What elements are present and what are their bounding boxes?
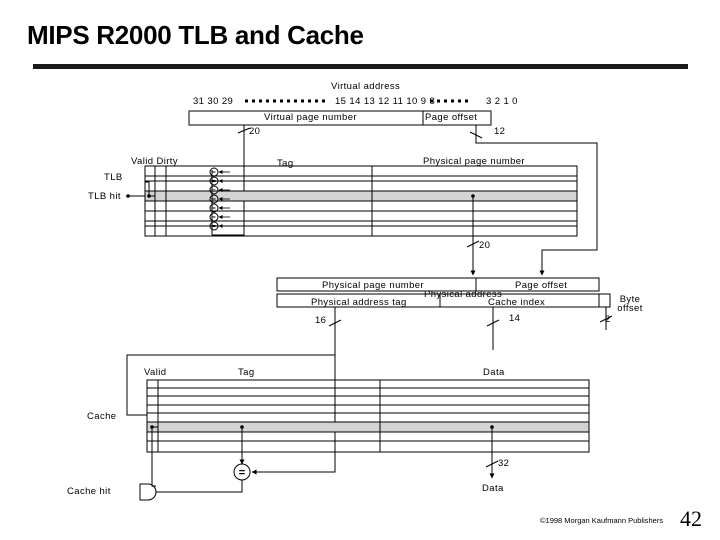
- cache-tag-label: Tag: [238, 367, 255, 378]
- svg-text:=: =: [212, 224, 216, 230]
- bits-high-label: 31 30 29: [193, 96, 234, 107]
- pa-offset-label: Page offset: [515, 280, 568, 291]
- cache-tag-output: [239, 425, 245, 465]
- cache-index-bus: [486, 307, 500, 350]
- title-underline: [33, 64, 688, 69]
- svg-text:=: =: [212, 170, 216, 176]
- offset-width-label: 12: [494, 126, 506, 137]
- tlb-output-bus: [466, 194, 480, 276]
- tlb-ppn-label: Physical page number: [423, 156, 525, 167]
- pa-ppn-label: Physical page number: [322, 280, 424, 291]
- virtual-address-label: Virtual address: [331, 81, 401, 92]
- tlb-out-width-label: 20: [479, 240, 491, 251]
- svg-text:=: =: [212, 206, 216, 212]
- svg-text:=: =: [212, 197, 216, 203]
- page-offset-bus: [469, 125, 598, 276]
- tlb-hit-label: TLB hit: [88, 191, 121, 202]
- svg-text:=: =: [212, 179, 216, 185]
- page-offset-label: Page offset: [425, 112, 478, 123]
- svg-text:=: =: [212, 215, 216, 221]
- byte-offset-label: Byte offset: [617, 294, 643, 314]
- data-output-bus: [485, 425, 499, 479]
- cache-label: Cache: [87, 411, 117, 422]
- cache-table: [146, 379, 590, 453]
- cache-data-label: Data: [483, 367, 505, 378]
- physical-address-register: [276, 277, 611, 308]
- tag-width-label: 16: [315, 315, 327, 326]
- index-width-label: 14: [509, 313, 521, 324]
- cache-index-label: Cache index: [488, 297, 546, 308]
- data-width-label: 32: [498, 458, 510, 469]
- tlb-tag-label: Tag: [277, 158, 294, 169]
- bits-low-label: 3 2 1 0: [486, 96, 518, 107]
- slide-title: MIPS R2000 TLB and Cache: [27, 20, 364, 50]
- pa-tag-label: Physical address tag: [311, 297, 407, 308]
- cache-comparator: =: [155, 463, 251, 493]
- tag-bus: [126, 307, 342, 475]
- svg-text:=: =: [212, 188, 216, 194]
- valid-dirty-label: Valid Dirty: [131, 156, 178, 167]
- byte-offset-width-label: 2: [605, 314, 611, 325]
- vpn-label: Virtual page number: [264, 112, 357, 123]
- vpn-bus: [212, 125, 251, 236]
- tlb-label: TLB: [104, 172, 123, 183]
- data-out-label: Data: [482, 483, 504, 494]
- page-number: 42: [680, 506, 702, 531]
- copyright-notice: ©1998 Morgan Kaufmann Publishers: [540, 516, 664, 525]
- virtual-address-register: [188, 99, 492, 126]
- cache-hit-label: Cache hit: [67, 486, 111, 497]
- tlb-table: [126, 165, 578, 237]
- tlb-comparators: = = = = = = =: [209, 167, 230, 235]
- cache-hit-and-gate: [139, 425, 158, 501]
- vpn-width-label: 20: [249, 126, 261, 137]
- bits-mid-label: 15 14 13 12 11 10 9 8: [335, 96, 436, 107]
- comparator-symbol: =: [239, 467, 245, 479]
- cache-valid-label: Valid: [144, 367, 167, 378]
- physical-address-label: Physical address: [424, 289, 503, 300]
- byte-offset-bus: [599, 307, 613, 330]
